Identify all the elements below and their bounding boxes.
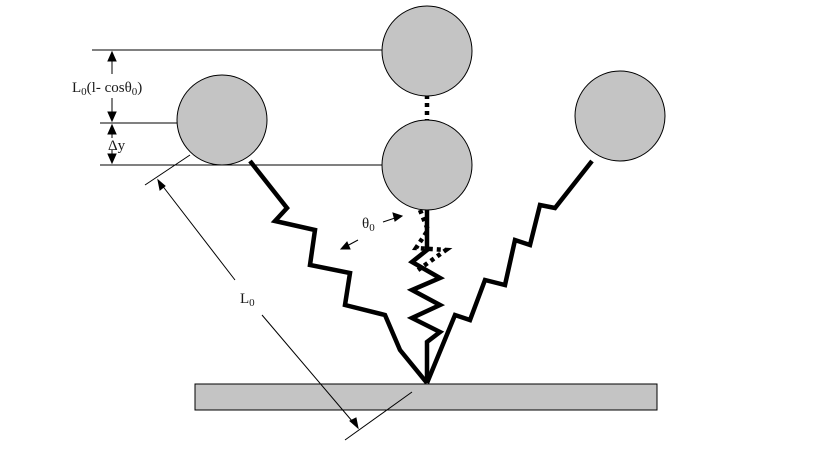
ball-top-center	[381, 5, 473, 97]
base-plate	[194, 383, 658, 411]
right-spring	[424, 159, 594, 384]
label-height: L0(l- cosθ0)	[72, 80, 142, 98]
ball-right	[574, 70, 666, 162]
theta-arrows	[339, 212, 404, 250]
height-dimension-arrows	[107, 50, 117, 165]
ball-left	[176, 74, 268, 166]
label-delta-y: Δy	[108, 138, 126, 154]
label-theta: θ0	[362, 216, 375, 234]
label-length: L0	[240, 291, 255, 309]
center-spring	[406, 210, 446, 383]
length-dimension	[144, 154, 413, 441]
left-spring	[248, 159, 429, 385]
dashed-displaced-spring	[411, 209, 453, 272]
ball-center	[381, 119, 473, 211]
